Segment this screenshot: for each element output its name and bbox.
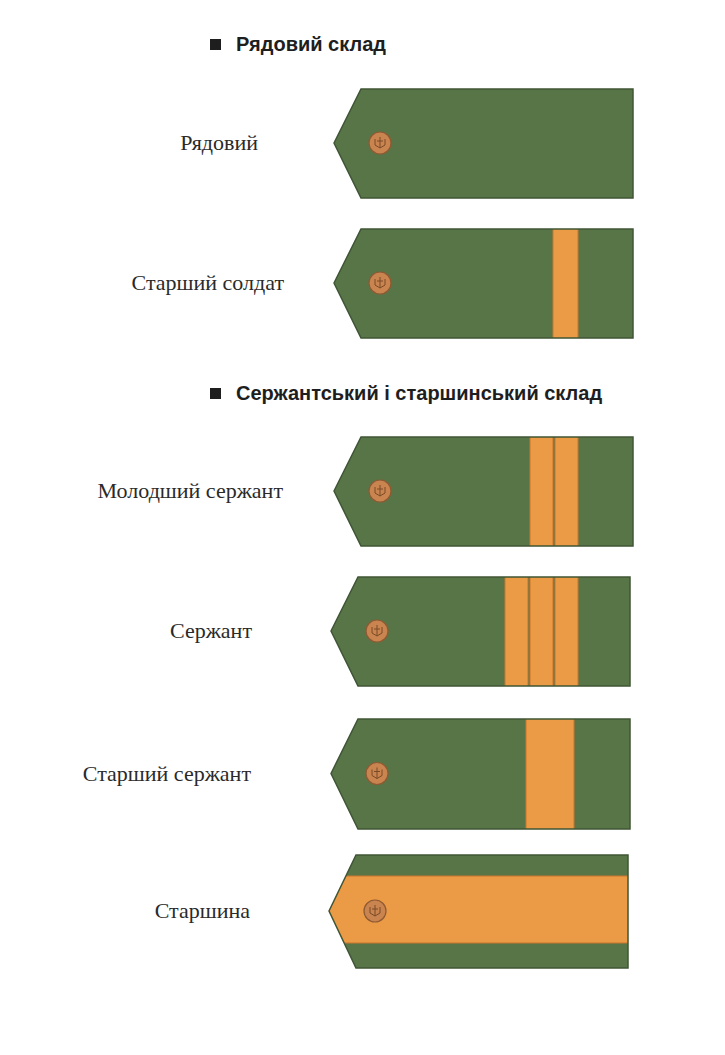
rank-stripe — [505, 576, 528, 688]
shoulder-board-shape — [330, 718, 632, 831]
board-cloth — [334, 89, 633, 198]
shoulder-board: Старшина — [0, 854, 725, 968]
rank-stripe — [555, 436, 578, 548]
shoulder-board-shape — [330, 576, 632, 688]
rank-name: Сержант — [170, 618, 252, 643]
board-outline — [331, 577, 630, 686]
rank-name: Старший солдат — [132, 270, 284, 295]
board-button — [366, 763, 388, 785]
board-button — [369, 272, 391, 294]
rank-label-box: Молодший сержант — [0, 478, 283, 504]
shoulder-board: Старший солдат — [0, 228, 725, 338]
rank-stripe — [555, 576, 578, 688]
shoulder-board-shape — [333, 436, 635, 548]
board-cloth — [331, 577, 630, 686]
rank-label-box: Рядовий — [0, 130, 258, 156]
shoulder-board: Старший сержант — [0, 718, 725, 829]
rank-name: Рядовий — [180, 130, 258, 155]
rank-name: Старший сержант — [83, 761, 251, 786]
rank-label-box: Старший сержант — [0, 761, 251, 787]
board-outline — [334, 229, 633, 338]
board-outline — [334, 437, 633, 546]
shoulder-board-shape — [328, 854, 630, 970]
shoulder-board-shape — [333, 88, 635, 200]
section-heading: Сержантський і старшинський склад — [236, 382, 602, 405]
rank-stripe — [553, 228, 578, 340]
rank-name: Старшина — [155, 898, 250, 923]
board-cloth — [331, 719, 630, 829]
heading-bullet — [210, 39, 221, 50]
board-button — [369, 480, 391, 502]
shoulder-board: Сержант — [0, 576, 725, 686]
board-outline — [331, 719, 630, 829]
rank-band — [328, 876, 630, 943]
rank-label-box: Старший солдат — [0, 270, 284, 296]
rank-stripe — [530, 576, 553, 688]
shoulder-board: Рядовий — [0, 88, 725, 198]
rank-label-box: Старшина — [0, 898, 250, 924]
rank-stripe — [530, 436, 553, 548]
board-button — [369, 132, 391, 154]
board-outline — [329, 855, 628, 968]
shoulder-board-shape — [333, 228, 635, 340]
board-cloth — [334, 229, 633, 338]
shoulder-board: Молодший сержант — [0, 436, 725, 546]
board-outline — [334, 89, 633, 198]
rank-name: Молодший сержант — [98, 478, 283, 503]
rank-label-box: Сержант — [0, 618, 252, 644]
board-button — [364, 900, 386, 922]
heading-bullet — [210, 388, 221, 399]
board-cloth — [334, 437, 633, 546]
board-button — [366, 620, 388, 642]
section-heading: Рядовий склад — [236, 33, 386, 56]
rank-stripe — [526, 718, 574, 831]
